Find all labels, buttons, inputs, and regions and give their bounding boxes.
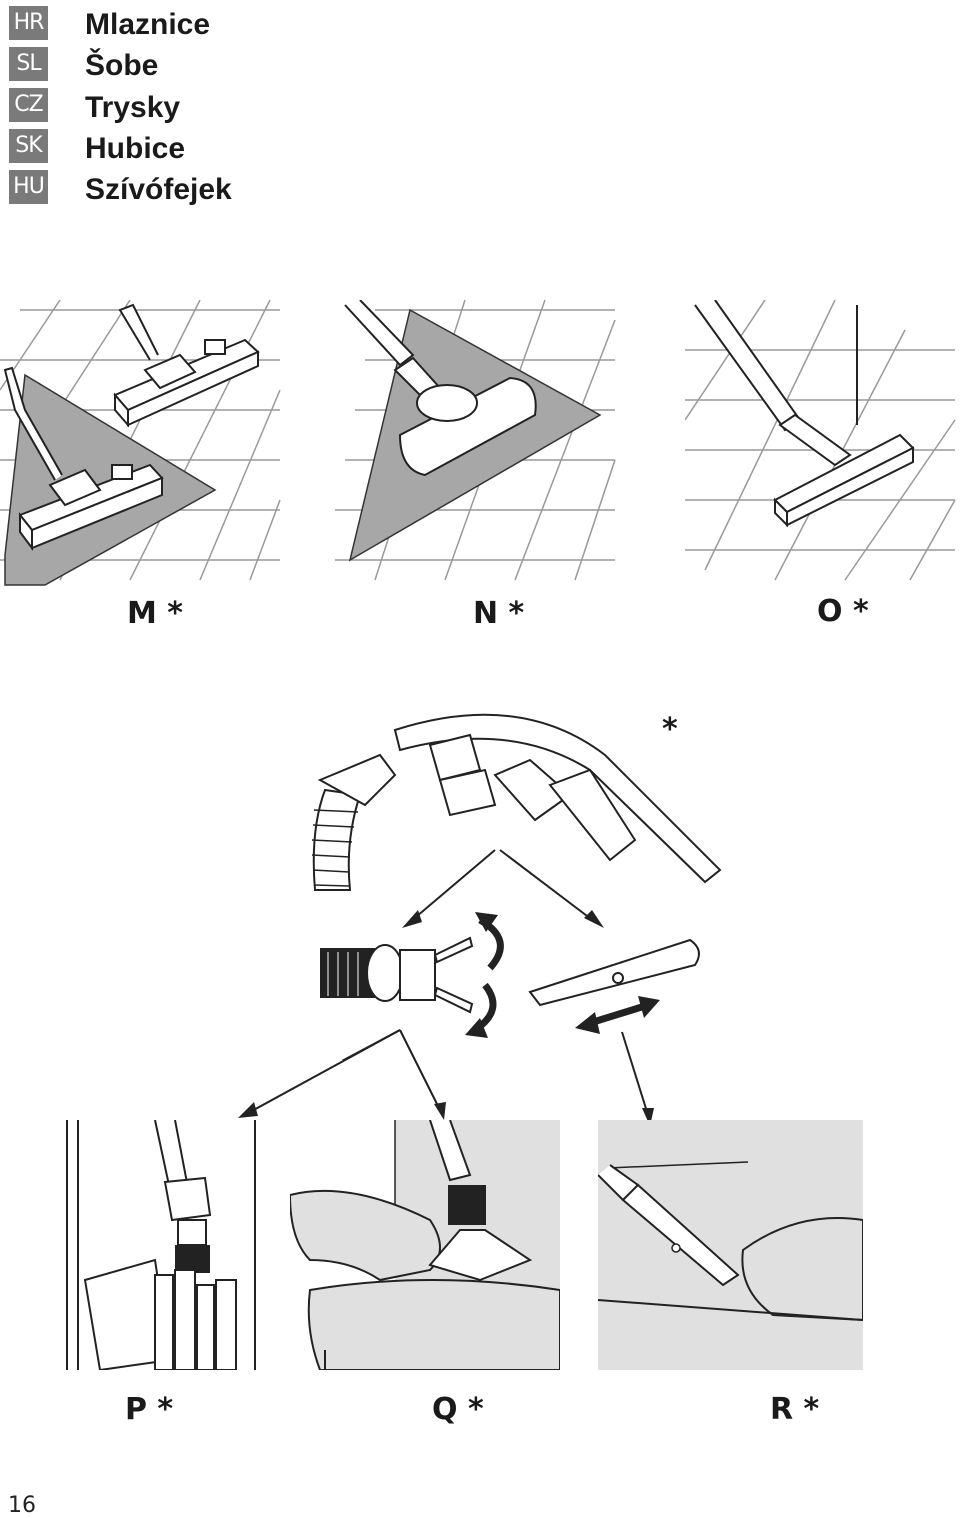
figure-q-upholstery-brush-sofa	[290, 1120, 560, 1370]
figure-label-n: N *	[473, 596, 525, 631]
figure-r-crevice-tool-sofa	[598, 1120, 863, 1370]
language-badge-hr: HR	[9, 6, 48, 40]
handle-star: *	[662, 712, 678, 747]
language-badge-sk: SK	[9, 129, 48, 163]
title-hr: Mlaznice	[85, 8, 211, 41]
title-hu: Szívófejek	[85, 173, 232, 207]
figure-p-dusting-brush-shelf	[66, 1120, 256, 1370]
figure-m-floor-carpet-nozzle	[0, 300, 281, 586]
figure-label-r: R *	[770, 1392, 820, 1427]
section-title: Mlaznice Šobe Trysky Hubice Szívófejek	[85, 4, 232, 210]
language-list: HR SL CZ SK HU	[9, 6, 49, 211]
figure-n-turbo-brush	[335, 300, 616, 581]
language-badge-sl: SL	[9, 47, 48, 81]
language-badge-cz: CZ	[9, 88, 48, 122]
figure-handle-accessories	[311, 713, 722, 1060]
figure-label-p: P *	[125, 1392, 174, 1427]
figure-label-m: M *	[127, 596, 183, 631]
page-number: 16	[8, 1493, 36, 1518]
title-cz: Trysky	[85, 90, 181, 124]
figure-label-o: O *	[817, 594, 869, 629]
language-badge-hu: HU	[9, 170, 48, 204]
title-sk: Hubice	[85, 131, 186, 165]
figure-label-q: Q *	[432, 1392, 484, 1427]
title-sl: Šobe	[85, 49, 159, 83]
figure-o-hard-floor-nozzle	[685, 300, 956, 581]
figure-arrows-to-uses	[238, 1029, 654, 1126]
